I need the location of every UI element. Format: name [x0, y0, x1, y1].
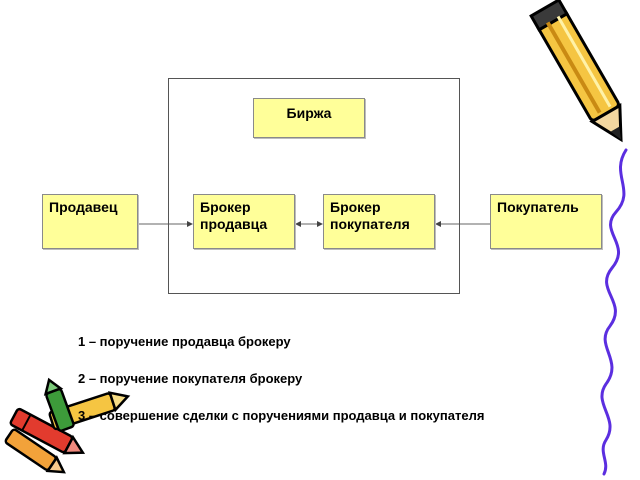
- node-seller-broker-label-line2: продавца: [200, 216, 268, 232]
- arrow-buyer-to-broker: [435, 221, 490, 227]
- node-exchange: Биржа: [253, 98, 365, 138]
- legend-item-2: 2 – поручение покупателя брокеру: [78, 371, 303, 386]
- node-buyer: Покупатель: [490, 194, 602, 249]
- arrow-seller-to-broker: [138, 221, 193, 227]
- node-seller-label: Продавец: [49, 199, 118, 215]
- node-buyer-broker: Брокер покупателя: [323, 194, 435, 249]
- node-seller-broker: Брокер продавца: [193, 194, 295, 249]
- node-seller: Продавец: [42, 194, 138, 249]
- node-buyer-broker-label-line2: покупателя: [330, 216, 410, 232]
- legend-item-1: 1 – поручение продавца брокеру: [78, 334, 291, 349]
- node-buyer-broker-label-line1: Брокер: [330, 199, 381, 215]
- crayon-bundle-icon: [4, 377, 131, 474]
- node-seller-broker-label-line1: Брокер: [200, 199, 251, 215]
- legend: 1 – поручение продавца брокеру 2 – поруч…: [78, 334, 618, 445]
- squiggle-line-icon: [600, 148, 628, 476]
- legend-item-3: 3 – совершение сделки с поручениями прод…: [78, 408, 485, 423]
- arrow-broker-to-broker: [295, 221, 323, 227]
- node-buyer-label: Покупатель: [497, 199, 579, 215]
- exchange-frame: [168, 78, 460, 294]
- pencil-icon: [529, 0, 623, 143]
- node-exchange-label: Биржа: [286, 105, 332, 121]
